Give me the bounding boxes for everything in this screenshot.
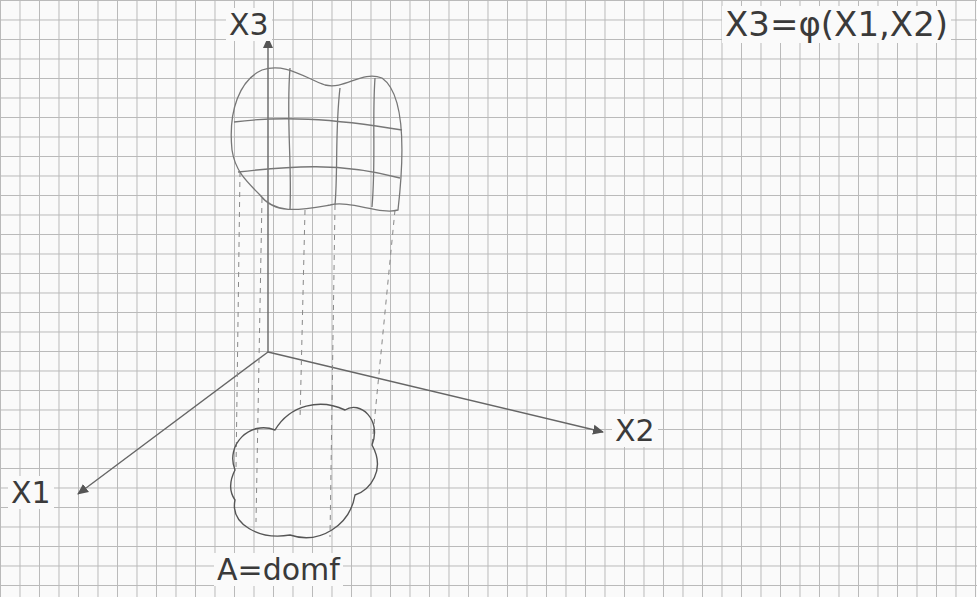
axes (78, 38, 603, 494)
domain-region (230, 404, 377, 537)
axis-label: X2 (612, 414, 658, 447)
axis-label: X3=φ(X1,X2) (722, 6, 951, 43)
x2-axis (268, 352, 603, 432)
axis-label: A=domf (214, 553, 343, 586)
x1-axis (78, 352, 268, 494)
x3-axis (267, 38, 268, 352)
surface (231, 68, 402, 211)
axis-label: X3 (226, 8, 272, 41)
axis-label: X1 (8, 476, 54, 509)
